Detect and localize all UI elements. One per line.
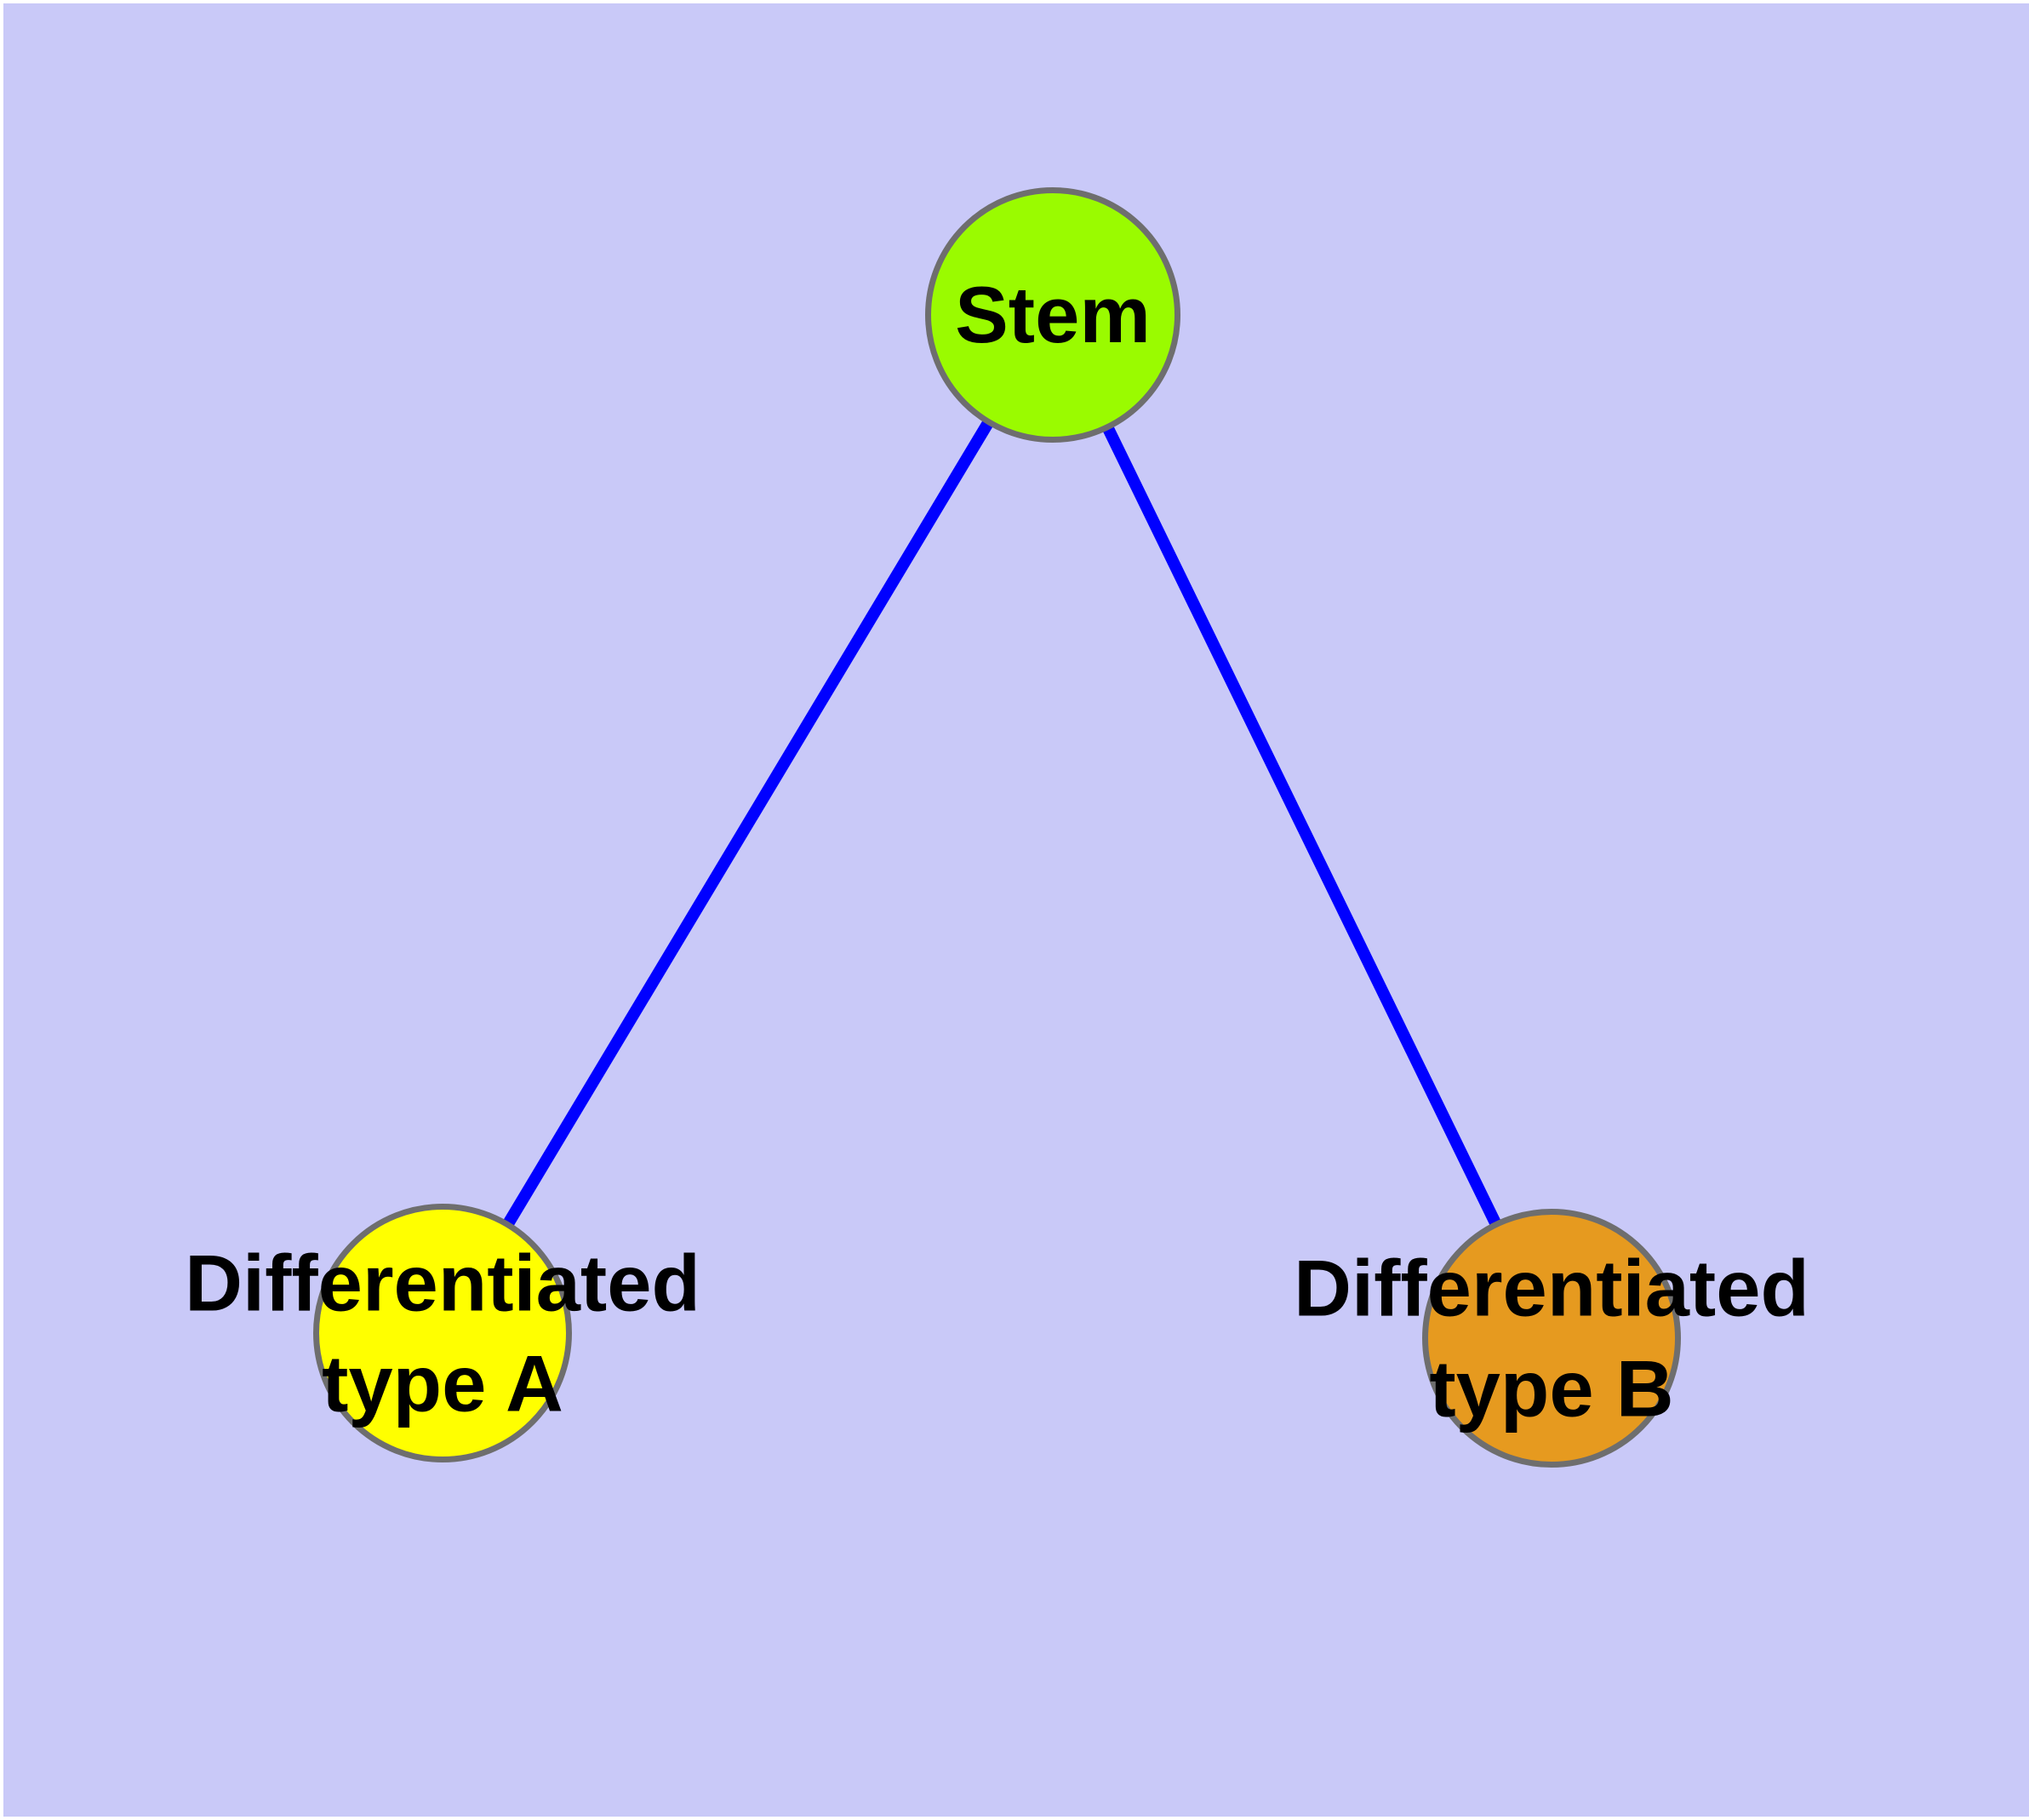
edge-stem-to-type-b[interactable] bbox=[1047, 312, 1557, 1342]
edge-layer bbox=[437, 312, 1557, 1342]
node-stem[interactable]: Stem bbox=[925, 187, 1180, 443]
node-differentiated-type-b[interactable] bbox=[1422, 1209, 1681, 1468]
node-differentiated-type-a[interactable] bbox=[313, 1204, 572, 1462]
edge-stem-to-type-a[interactable] bbox=[437, 312, 1059, 1336]
node-stem-label: Stem bbox=[955, 270, 1151, 360]
graph-canvas[interactable]: Stem Differentiated type A Differentiate… bbox=[3, 3, 2029, 1817]
